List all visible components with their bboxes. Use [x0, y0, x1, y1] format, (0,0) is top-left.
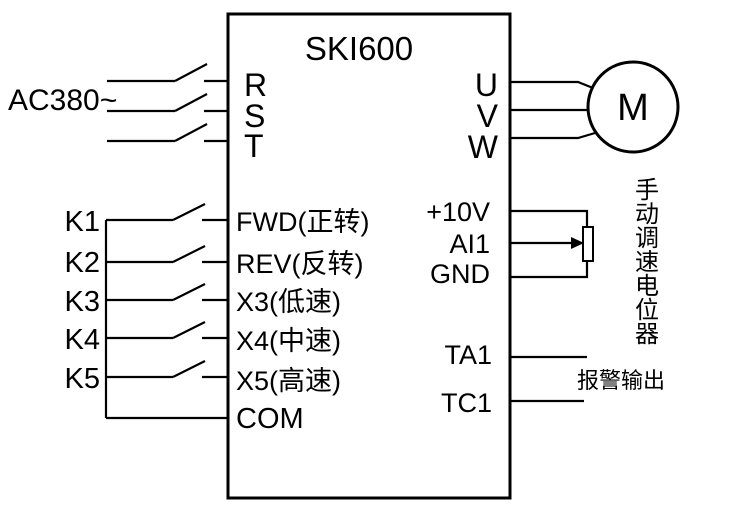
switch-k2	[106, 245, 228, 264]
switch-k1	[106, 203, 228, 222]
terminal-w: W	[468, 129, 499, 165]
terminal-x3: X3(低速)	[236, 287, 341, 317]
potentiometer-label: 手动调速电位器	[631, 177, 659, 345]
power-source-label: AC380~	[8, 84, 117, 117]
power-switch-r-blade	[174, 63, 208, 82]
switch-k2-blade	[172, 245, 206, 263]
power-switch-s	[107, 93, 228, 113]
w-phase-wire	[510, 131, 596, 140]
power-switch-s-blade	[174, 93, 208, 112]
plus10v-wire	[510, 209, 589, 227]
terminal-tc1: TC1	[441, 388, 492, 418]
switch-k3	[106, 283, 228, 302]
switch-k1-blade	[172, 203, 206, 221]
terminal-fwd: FWD(正转)	[236, 207, 369, 237]
power-switch-t	[107, 123, 228, 143]
power-switch-t-blade	[174, 123, 208, 142]
ai1-wiper-arrow	[510, 237, 584, 249]
gnd-wire	[510, 261, 589, 279]
inverter-title: SKI600	[305, 30, 413, 67]
power-switch-r	[107, 63, 228, 83]
terminal-com: COM	[236, 403, 304, 435]
switch-label-k4: K4	[65, 324, 100, 356]
terminal-10v: +10V	[426, 197, 490, 227]
switch-label-k1: K1	[65, 206, 100, 238]
switch-k5-blade	[172, 360, 206, 378]
switch-label-k2: K2	[65, 247, 100, 279]
motor-label: M	[617, 87, 649, 129]
motor-circle	[586, 60, 680, 154]
terminal-s: S	[244, 98, 265, 134]
terminal-u: U	[475, 67, 498, 103]
switch-k3-blade	[172, 283, 206, 301]
terminal-ai1: AI1	[449, 229, 490, 259]
alarm-output-caption: 报警输出	[577, 368, 665, 393]
switch-label-k5: K5	[65, 363, 100, 395]
switch-label-k3: K3	[65, 286, 100, 318]
u-phase-wire	[510, 80, 594, 90]
terminal-r: R	[244, 67, 267, 103]
terminal-rev: REV(反转)	[236, 249, 364, 279]
arrow-head-icon	[571, 237, 584, 249]
terminal-x5: X5(高速)	[236, 366, 341, 396]
switch-k5	[106, 360, 228, 379]
terminal-t: T	[244, 128, 264, 164]
potentiometer-body	[582, 226, 594, 262]
terminal-x4: X4(中速)	[236, 326, 341, 356]
terminal-v: V	[477, 98, 499, 134]
terminal-gnd: GND	[430, 259, 490, 289]
terminal-ta1: TA1	[444, 340, 492, 370]
switch-k4	[106, 321, 228, 340]
switch-k4-blade	[172, 321, 206, 339]
inverter-box	[226, 12, 512, 500]
